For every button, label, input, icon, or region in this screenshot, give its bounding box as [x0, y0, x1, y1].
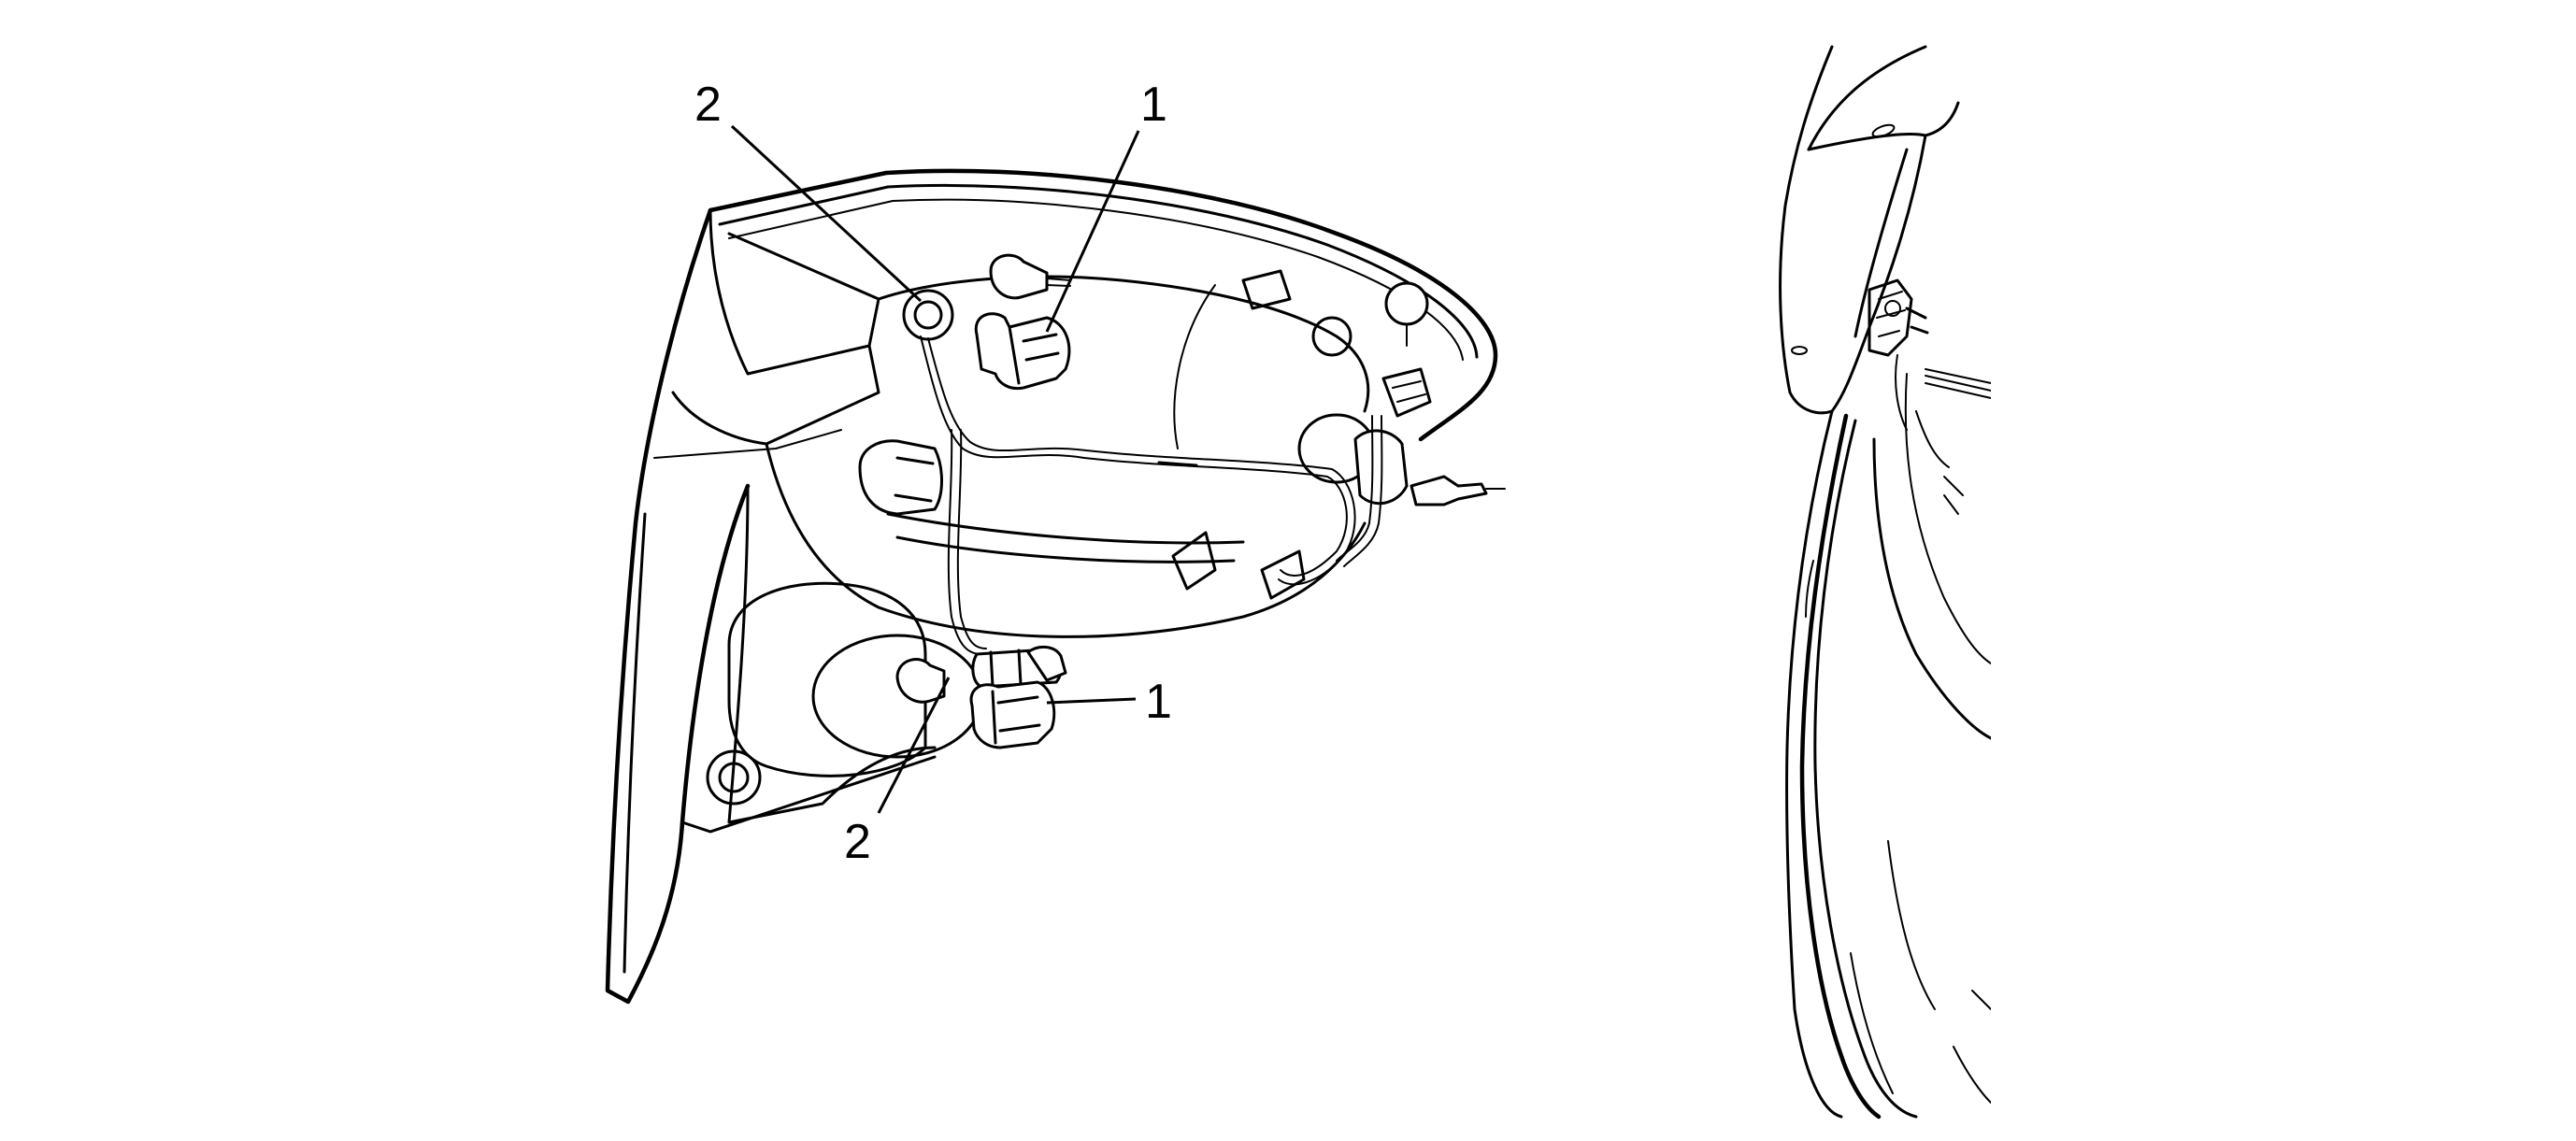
- quarter-panel-line-4: [1872, 437, 1993, 740]
- leader-2-bottom: [877, 677, 951, 814]
- leader-1-bottom: [1046, 697, 1137, 705]
- middle-left-socket: [858, 439, 943, 516]
- reflector-seam: [1173, 284, 1216, 449]
- upper-socket-hole-inner: [913, 300, 943, 330]
- reflector-vane-right-2: [1260, 549, 1306, 600]
- reflector-bowl-band: [886, 512, 1245, 563]
- callout-2-top: 2: [694, 78, 722, 132]
- lamp-body-bottom: [680, 755, 937, 834]
- reflector-vane-right: [1171, 531, 1217, 591]
- reflector-bowl-lower: [765, 442, 1367, 638]
- callout-2-bottom: 2: [844, 815, 871, 869]
- lamp-housing-rim: [718, 183, 1479, 359]
- lamp-housing-side-panel-3: [653, 429, 842, 459]
- quarter-panel-line-7: [1953, 1046, 1992, 1104]
- lamp-housing-side-panel-2: [671, 344, 880, 446]
- body-panel-front: [1788, 391, 1834, 415]
- housing-mounting-grommet-outer: [706, 749, 762, 806]
- vehicle-locator-view: [1779, 37, 1993, 1121]
- lamp-housing-outline: [708, 168, 1498, 442]
- lower-bulb: [895, 658, 946, 704]
- lamp-housing-left-flange-inner: [623, 512, 647, 974]
- quarter-panel-line-10: [1971, 990, 1992, 1010]
- locator-lamp-detail: [1868, 278, 1992, 515]
- quarter-panel-line-3: [1799, 413, 1882, 1120]
- reflector-vane-top: [1241, 269, 1292, 310]
- reflector-bowl-upper: [877, 275, 1370, 413]
- body-panel-edge-2: [1807, 45, 1927, 151]
- lower-socket-cluster: [971, 646, 1067, 689]
- body-panel-top: [1807, 101, 1960, 151]
- quarter-panel-line-2: [1813, 419, 1918, 1119]
- panel-slot-1: [1871, 123, 1896, 138]
- right-connector-cluster: [1381, 367, 1432, 418]
- right-top-bulb: [1311, 281, 1429, 357]
- lamp-rim-inner: [1853, 148, 1909, 338]
- lamp-housing-side-panel: [708, 208, 880, 376]
- body-panel-edge: [1779, 45, 1834, 394]
- callouts: 2 1 1 2: [694, 78, 1172, 869]
- tail-lamp-assembly: [605, 168, 1506, 1005]
- panel-slot-2: [1791, 346, 1808, 355]
- quarter-panel-line-1: [1785, 409, 1843, 1119]
- right-reflector-socket: [1297, 413, 1506, 506]
- upper-bulb: [989, 253, 1071, 300]
- lower-bulb-socket: [969, 680, 1056, 749]
- callout-1-top: 1: [1140, 78, 1167, 132]
- quarter-panel-line-6: [1887, 840, 1936, 1010]
- quarter-panel-line-9: [1805, 560, 1814, 618]
- lamp-housing-left-flange: [605, 207, 751, 1005]
- upper-socket-hole-outer: [902, 289, 954, 341]
- lower-reflector-face: [811, 634, 983, 759]
- quarter-panel-line-8: [1850, 952, 1894, 1094]
- leader-1-top: [1045, 130, 1140, 333]
- callout-1-bottom: 1: [1145, 675, 1172, 729]
- upper-bulb-socket: [974, 312, 1071, 391]
- wiring-harness: [920, 335, 1383, 655]
- leader-2-top: [730, 124, 923, 303]
- housing-mounting-grommet-inner: [718, 762, 750, 793]
- lamp-housing-rim-inner: [728, 198, 1464, 361]
- lamp-rim-outer: [1830, 134, 1927, 413]
